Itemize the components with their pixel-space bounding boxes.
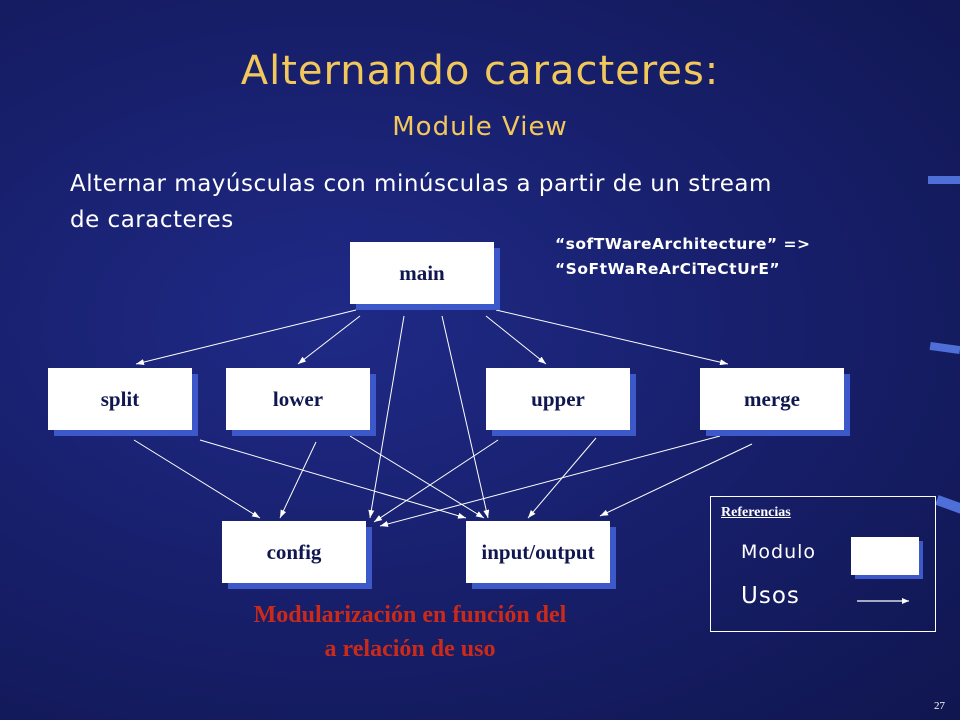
example-input: “sofTWareArchitecture” => (555, 235, 811, 253)
legend-uses-arrow (857, 598, 909, 604)
uses-edge-lower-config (279, 441, 317, 519)
uses-edge-lower-io (349, 435, 485, 519)
module-upper: upper (486, 368, 630, 430)
edge-layer (133, 309, 753, 527)
legend-uses-label: Usos (741, 583, 800, 609)
uses-edge-main-lower (297, 315, 361, 365)
module-split: split (48, 368, 192, 430)
example-text: “sofTWareArchitecture” => “SoFtWaReArCiT… (555, 232, 810, 282)
legend-module-symbol (851, 537, 919, 575)
uses-edge-upper-config (373, 439, 499, 523)
module-merge: merge (700, 368, 844, 430)
slide-description: Alternar mayúsculas con minúsculas a par… (70, 171, 772, 233)
slide-title: Alternando caracteres: (240, 48, 720, 94)
legend-title: Referencias (721, 505, 791, 520)
legend: Referencias Modulo Usos (710, 496, 936, 632)
decorative-edge-mark (928, 176, 960, 184)
uses-edge-main-merge (495, 309, 729, 366)
module-main: main (350, 242, 494, 304)
module-input-output: input/output (466, 521, 610, 583)
uses-edge-main-split (135, 309, 357, 366)
uses-edge-merge-io (599, 443, 753, 517)
uses-edge-split-config (133, 439, 261, 519)
uses-edge-main-upper (485, 315, 547, 365)
uses-edge-main-io (441, 315, 490, 519)
caption: Modularización en función del a relación… (160, 598, 660, 666)
uses-edge-split-io (199, 439, 467, 519)
uses-edge-main-config (368, 315, 405, 519)
page-number: 27 (934, 700, 945, 712)
uses-edge-merge-config (379, 435, 721, 527)
module-config: config (222, 521, 366, 583)
example-output: “SoFtWaReArCiTeCtUrE” (555, 260, 781, 278)
caption-line-1: Modularización en función del (253, 602, 567, 628)
legend-module-label: Modulo (741, 541, 817, 563)
caption-line-2: a relación de uso (324, 636, 496, 662)
module-lower: lower (226, 368, 370, 430)
slide-subtitle: Module View (392, 112, 568, 142)
